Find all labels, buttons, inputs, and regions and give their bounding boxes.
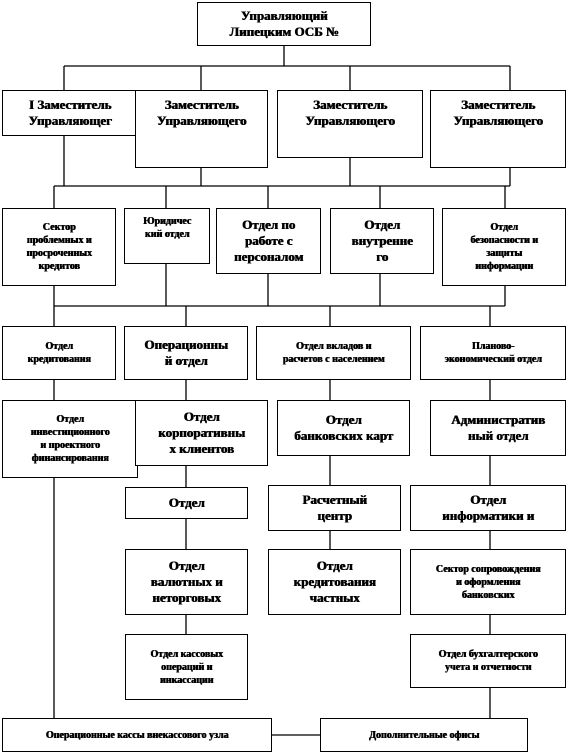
extra-offices-box: Дополнительные офисы (320, 718, 528, 752)
it-label: Отдел информатики и (441, 492, 535, 523)
deposits-department-box: Отдел вкладов и расчетов с населением (256, 326, 411, 380)
deputy-label-2: Заместитель Управляющего (156, 97, 247, 128)
director-label: Управляющий Липецким ОСБ № (229, 8, 339, 39)
problem-loans-sector-box: Сектор проблемных и просроченных кредито… (2, 208, 116, 286)
retail-credit-department-box: Отдел кредитования частных (268, 549, 401, 615)
internal-label: Отдел внутренне го (351, 217, 413, 264)
currency-department-box: Отдел валютных и неторговых (125, 549, 248, 615)
planning-department-box: Планово- экономический отдел (420, 326, 566, 380)
deposits-label: Отдел вкладов и расчетов с населением (282, 341, 385, 365)
accounting-label: Отдел бухгалтерского учета и отчетности (438, 649, 538, 673)
it-department-box: Отдел информатики и (410, 485, 566, 531)
support-sector-box: Сектор сопровождения и оформления банков… (410, 549, 566, 615)
extra-offices-label: Дополнительные офисы (368, 729, 480, 741)
bus-to-level4-drops (53, 306, 491, 326)
cash-label: Отдел кассовых операций и инкассации (150, 648, 223, 686)
director-to-deputies-connector (63, 46, 511, 90)
bus-to-level3-drops (53, 186, 506, 208)
settlement-center-box: Расчетный центр (268, 485, 401, 531)
problem-loans-label: Сектор проблемных и просроченных кредито… (26, 222, 92, 272)
planning-label: Планово- экономический отдел (444, 341, 542, 365)
personnel-department-box: Отдел по работе с персоналом (216, 208, 321, 274)
credit-department-box: Отдел кредитования (2, 326, 116, 380)
legal-department-box: Юридичес кий отдел (124, 208, 210, 264)
deputy-box-2: Заместитель Управляющего (135, 90, 268, 168)
cards-label: Отдел банковских карт (294, 412, 393, 443)
first-deputy-label: I Заместитель Управляющег (28, 97, 112, 128)
investment-label: Отдел инвестиционного и проектного финан… (30, 414, 110, 464)
admin-label: Административ ный отдел (451, 412, 545, 443)
internal-department-box: Отдел внутренне го (330, 208, 434, 274)
credit-label: Отдел кредитования (27, 341, 91, 365)
deputy-label-4: Заместитель Управляющего (453, 97, 543, 128)
security-label: Отдел безопасности и защиты информации (470, 222, 538, 272)
security-department-box: Отдел безопасности и защиты информации (442, 208, 566, 286)
investment-department-box: Отдел инвестиционного и проектного финан… (2, 400, 138, 478)
deputy-box-4: Заместитель Управляющего (430, 90, 566, 168)
support-label: Сектор сопровождения и оформления банков… (435, 563, 541, 601)
deputy-box-3: Заместитель Управляющего (277, 90, 423, 158)
operational-cash-label: Операционные кассы внекассового узла (45, 729, 229, 741)
legal-label: Юридичес кий отдел (142, 216, 192, 240)
operational-label: Операционны й отдел (144, 337, 228, 368)
first-deputy-box: I Заместитель Управляющег (2, 90, 138, 136)
personnel-label: Отдел по работе с персоналом (233, 217, 304, 264)
cash-operations-department-box: Отдел кассовых операций и инкассации (125, 634, 248, 700)
administrative-department-box: Административ ный отдел (430, 400, 566, 456)
department-label: Отдел (168, 495, 205, 510)
department-box: Отдел (125, 487, 248, 519)
settlement-label: Расчетный центр (302, 492, 367, 523)
corporate-clients-department-box: Отдел корпоративны х клиентов (135, 400, 268, 466)
operational-department-box: Операционны й отдел (124, 326, 248, 380)
currency-label: Отдел валютных и неторговых (150, 558, 223, 605)
accounting-department-box: Отдел бухгалтерского учета и отчетности (410, 634, 566, 688)
deputy-label-3: Заместитель Управляющего (305, 97, 395, 128)
bank-cards-department-box: Отдел банковских карт (277, 400, 410, 456)
operational-cash-box: Операционные кассы внекассового узла (2, 718, 272, 752)
corporate-label: Отдел корпоративны х клиентов (158, 409, 245, 456)
retail-credit-label: Отдел кредитования частных (293, 558, 376, 605)
director-box: Управляющий Липецким ОСБ № (197, 2, 371, 46)
